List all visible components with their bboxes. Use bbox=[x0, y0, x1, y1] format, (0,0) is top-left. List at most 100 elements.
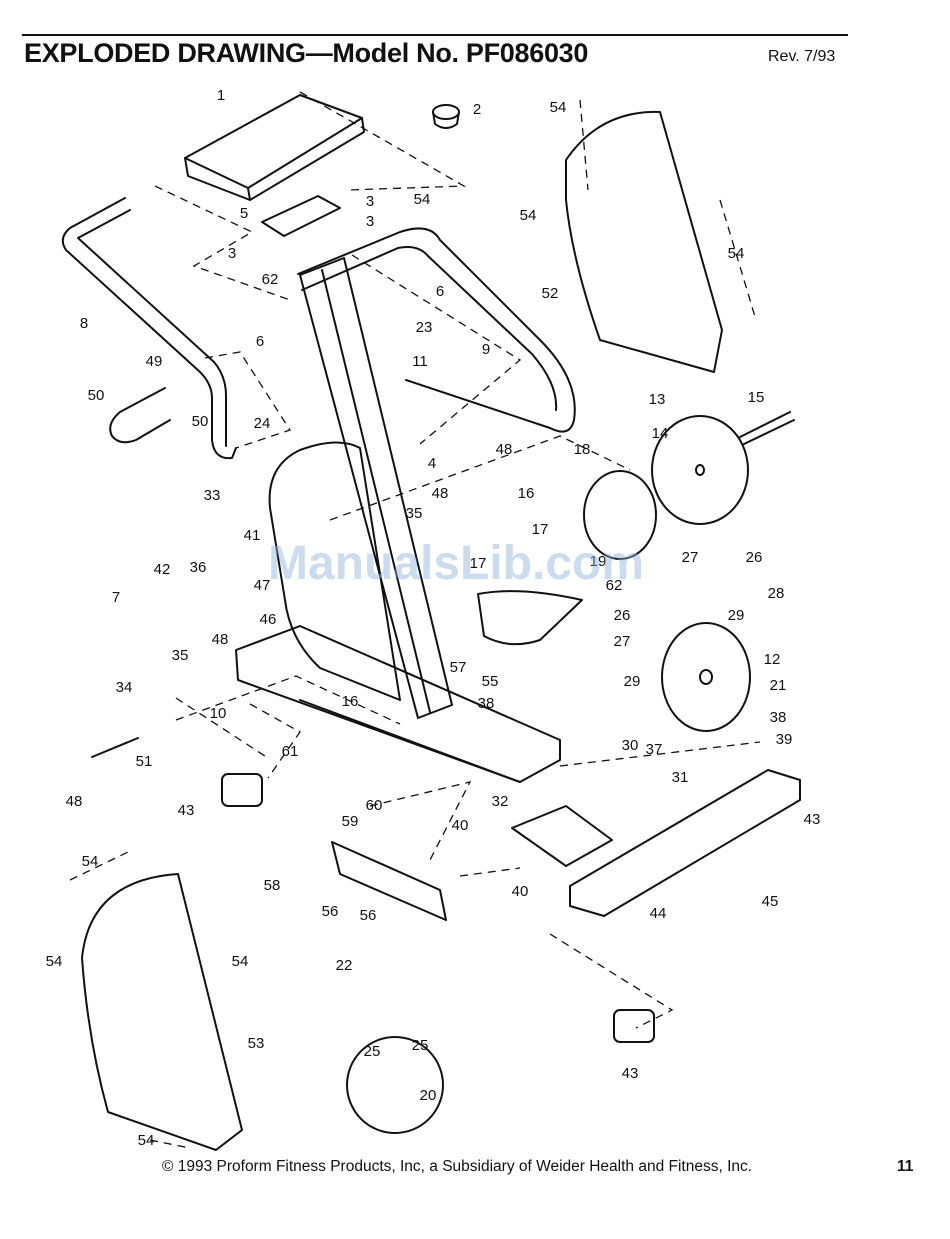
part-callout-16: 16 bbox=[518, 485, 535, 502]
page-title: EXPLODED DRAWING—Model No. PF086030 bbox=[24, 38, 589, 68]
part-callout-17: 17 bbox=[532, 521, 549, 538]
part-callout-26: 26 bbox=[746, 549, 763, 566]
part-callout-11: 11 bbox=[412, 353, 428, 370]
part-callout-13: 13 bbox=[649, 391, 666, 408]
part-callout-16: 16 bbox=[342, 693, 359, 710]
part-callout-54: 54 bbox=[82, 853, 99, 870]
part-callout-21: 21 bbox=[770, 677, 787, 694]
watermark-text: ManualsLib.com bbox=[268, 537, 645, 590]
part-callout-62: 62 bbox=[606, 577, 623, 594]
part-callout-18: 18 bbox=[574, 441, 591, 458]
part-callout-6: 6 bbox=[436, 283, 444, 300]
part-callout-37: 37 bbox=[646, 741, 663, 758]
part-callout-54: 54 bbox=[138, 1132, 155, 1149]
part-callout-54: 54 bbox=[520, 207, 537, 224]
part-callout-9: 9 bbox=[482, 341, 490, 358]
copyright-text: © 1993 Proform Fitness Products, Inc, a … bbox=[162, 1158, 753, 1175]
handlebar-part bbox=[61, 197, 237, 460]
console-knob-part bbox=[432, 104, 460, 120]
part-callout-48: 48 bbox=[66, 793, 83, 810]
part-callout-43: 43 bbox=[178, 802, 195, 819]
part-callout-29: 29 bbox=[728, 607, 745, 624]
part-callout-31: 31 bbox=[672, 769, 689, 786]
wheel-part bbox=[661, 622, 751, 732]
part-callout-28: 28 bbox=[768, 585, 785, 602]
part-callout-50: 50 bbox=[88, 387, 105, 404]
part-callout-27: 27 bbox=[614, 633, 631, 650]
part-callout-1: 1 bbox=[217, 87, 225, 104]
part-callout-3: 3 bbox=[366, 213, 374, 230]
part-callout-45: 45 bbox=[762, 893, 779, 910]
part-callout-24: 24 bbox=[254, 415, 271, 432]
part-callout-42: 42 bbox=[154, 561, 171, 578]
part-callout-43: 43 bbox=[622, 1065, 639, 1082]
part-callout-34: 34 bbox=[116, 679, 133, 696]
pulley-part bbox=[583, 470, 657, 560]
part-callout-23: 23 bbox=[416, 319, 433, 336]
part-callout-35: 35 bbox=[172, 647, 189, 664]
part-callout-26: 26 bbox=[614, 607, 631, 624]
part-callout-40: 40 bbox=[452, 817, 469, 834]
part-callout-51: 51 bbox=[136, 753, 153, 770]
part-callout-19: 19 bbox=[590, 553, 607, 570]
part-callout-17: 17 bbox=[470, 555, 487, 572]
part-callout-47: 47 bbox=[254, 577, 271, 594]
part-callout-54: 54 bbox=[232, 953, 249, 970]
front-bracket bbox=[331, 841, 447, 921]
part-callout-59: 59 bbox=[342, 813, 359, 830]
part-callout-43: 43 bbox=[804, 811, 821, 828]
part-callout-53: 53 bbox=[248, 1035, 265, 1052]
part-callout-27: 27 bbox=[682, 549, 699, 566]
part-callout-29: 29 bbox=[624, 673, 641, 690]
part-callout-12: 12 bbox=[764, 651, 781, 668]
part-callout-32: 32 bbox=[492, 793, 509, 810]
part-callout-57: 57 bbox=[450, 659, 467, 676]
part-callout-61: 61 bbox=[282, 743, 299, 760]
part-callout-15: 15 bbox=[748, 389, 765, 406]
part-callout-56: 56 bbox=[322, 903, 339, 920]
part-callout-33: 33 bbox=[204, 487, 221, 504]
part-callout-54: 54 bbox=[728, 245, 745, 262]
pedal-part bbox=[511, 805, 613, 867]
flywheel-part bbox=[651, 415, 749, 525]
part-callout-48: 48 bbox=[212, 631, 229, 648]
left-chain-guard bbox=[268, 441, 401, 701]
part-callout-3: 3 bbox=[366, 193, 374, 210]
part-callout-54: 54 bbox=[550, 99, 567, 116]
left-side-cover bbox=[81, 873, 243, 1151]
part-callout-54: 54 bbox=[46, 953, 63, 970]
part-callout-5: 5 bbox=[240, 205, 248, 222]
part-callout-7: 7 bbox=[112, 589, 120, 606]
page-number: 11 bbox=[897, 1158, 914, 1175]
console-part bbox=[184, 94, 363, 189]
part-callout-36: 36 bbox=[190, 559, 207, 576]
part-callout-39: 39 bbox=[776, 731, 793, 748]
part-callout-8: 8 bbox=[80, 315, 88, 332]
rear-stabilizer bbox=[569, 769, 801, 917]
part-callout-30: 30 bbox=[622, 737, 639, 754]
part-callout-56: 56 bbox=[360, 907, 377, 924]
seat-part bbox=[477, 590, 583, 646]
part-callout-60: 60 bbox=[366, 797, 383, 814]
part-callout-40: 40 bbox=[512, 883, 529, 900]
part-callout-58: 58 bbox=[264, 877, 281, 894]
part-callout-41: 41 bbox=[244, 527, 261, 544]
part-callout-38: 38 bbox=[770, 709, 787, 726]
part-callout-10: 10 bbox=[210, 705, 227, 722]
part-callout-6: 6 bbox=[256, 333, 264, 350]
part-callout-49: 49 bbox=[146, 353, 163, 370]
detail-circle bbox=[346, 1036, 444, 1134]
part-callout-38: 38 bbox=[478, 695, 495, 712]
part-callout-22: 22 bbox=[336, 957, 353, 974]
part-callout-3: 3 bbox=[228, 245, 236, 262]
part-callout-48: 48 bbox=[432, 485, 449, 502]
part-callout-62: 62 bbox=[262, 271, 279, 288]
part-callout-48: 48 bbox=[496, 441, 513, 458]
part-callout-50: 50 bbox=[192, 413, 209, 430]
part-callout-54: 54 bbox=[414, 191, 431, 208]
part-callout-14: 14 bbox=[652, 425, 669, 442]
end-cap-part bbox=[221, 773, 263, 807]
part-callout-25: 25 bbox=[412, 1037, 429, 1054]
part-callout-35: 35 bbox=[406, 505, 423, 522]
